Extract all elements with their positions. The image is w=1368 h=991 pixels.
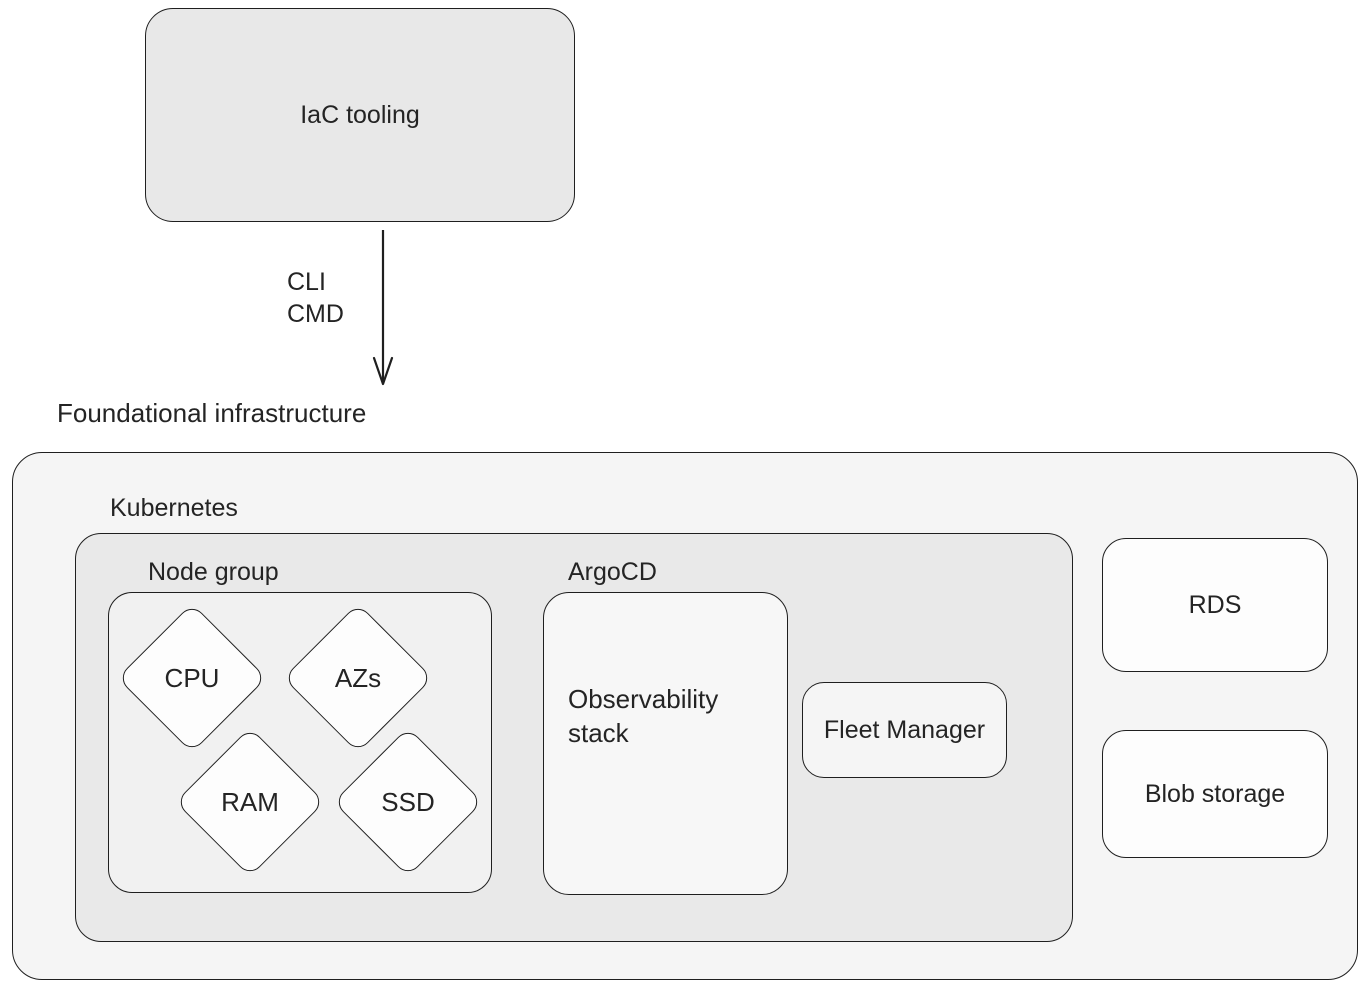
- blob-storage-node: Blob storage: [1102, 730, 1328, 858]
- ram-label: RAM: [221, 786, 279, 817]
- ssd-label: SSD: [381, 786, 435, 817]
- iac-tooling-node: IaC tooling: [145, 8, 575, 222]
- observability-stack-label: Observability stack: [568, 684, 719, 748]
- kubernetes-title: Kubernetes: [110, 494, 238, 522]
- arrow-label-line-2: CMD: [287, 300, 344, 328]
- arrow-label-line-1: CLI: [287, 268, 326, 296]
- arrow-down: [372, 230, 394, 386]
- rds-label: RDS: [1188, 590, 1242, 619]
- blob-storage-label: Blob storage: [1144, 779, 1286, 808]
- argocd-title: ArgoCD: [568, 558, 657, 586]
- argocd-container: [543, 592, 788, 895]
- node-group-title: Node group: [148, 558, 279, 586]
- rds-node: RDS: [1102, 538, 1328, 672]
- iac-tooling-label: IaC tooling: [300, 100, 420, 129]
- foundational-infrastructure-title: Foundational infrastructure: [57, 398, 367, 428]
- azs-label: AZs: [334, 662, 382, 693]
- fleet-manager-label: Fleet Manager: [823, 715, 986, 744]
- fleet-manager-node: Fleet Manager: [802, 682, 1007, 778]
- arrow-label: CLI CMD: [287, 266, 344, 330]
- cpu-label: CPU: [164, 662, 220, 693]
